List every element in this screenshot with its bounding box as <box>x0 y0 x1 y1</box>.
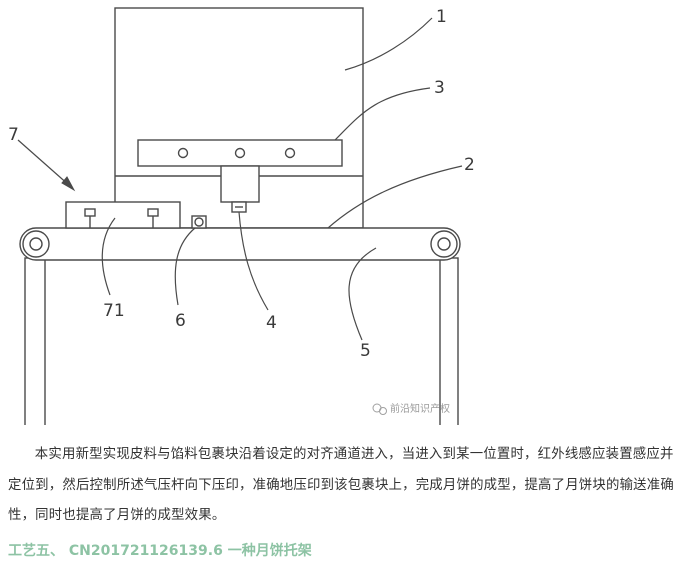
callout-4: 4 <box>266 313 277 333</box>
block-knob-right <box>147 208 159 217</box>
sensor-lens <box>194 217 204 227</box>
leader-5 <box>348 247 377 341</box>
callout-6: 6 <box>175 311 186 331</box>
block-knob-left <box>84 208 96 217</box>
callout-5: 5 <box>360 341 371 361</box>
leader-71 <box>101 217 116 296</box>
wechat-icon-bubble <box>379 407 387 415</box>
watermark: 前沿知识产权 <box>372 402 450 415</box>
callout-1: 1 <box>436 7 447 27</box>
arrow-7-shaft <box>17 139 71 187</box>
leader-3 <box>334 87 431 141</box>
plate-hole-left <box>177 147 189 159</box>
conveyor-belt-part-2 <box>19 227 461 261</box>
callout-71: 71 <box>103 301 125 321</box>
description-paragraph: 本实用新型实现皮料与馅料包裹块沿着设定的对齐通道进入，当进入到某一位置时，红外线… <box>8 447 674 523</box>
left-roller-hub <box>29 237 43 251</box>
callout-7: 7 <box>8 125 19 145</box>
section-heading: 工艺五、 CN201721126139.6 一种月饼托架 <box>8 543 312 559</box>
right-leg <box>439 257 459 425</box>
mooncake-press-diagram: 1 3 2 7 71 6 4 5 前沿知识产权 <box>8 7 475 425</box>
left-leg <box>24 257 46 425</box>
leader-6 <box>174 227 196 306</box>
watermark-text: 前沿知识产权 <box>390 402 450 415</box>
plate-hole-right <box>284 147 296 159</box>
callout-2: 2 <box>464 155 475 175</box>
arrow-7-head <box>61 176 76 192</box>
patent-drawing: 1 3 2 7 71 6 4 5 前沿知识产权 <box>8 7 475 425</box>
leader-1 <box>344 17 433 71</box>
leader-2 <box>327 165 463 229</box>
block-part-71 <box>65 201 181 229</box>
plate-hole-center <box>234 147 246 159</box>
leader-4 <box>238 211 269 311</box>
pneumatic-cylinder <box>220 165 260 203</box>
callout-3: 3 <box>434 78 445 98</box>
right-roller-hub <box>437 237 451 251</box>
